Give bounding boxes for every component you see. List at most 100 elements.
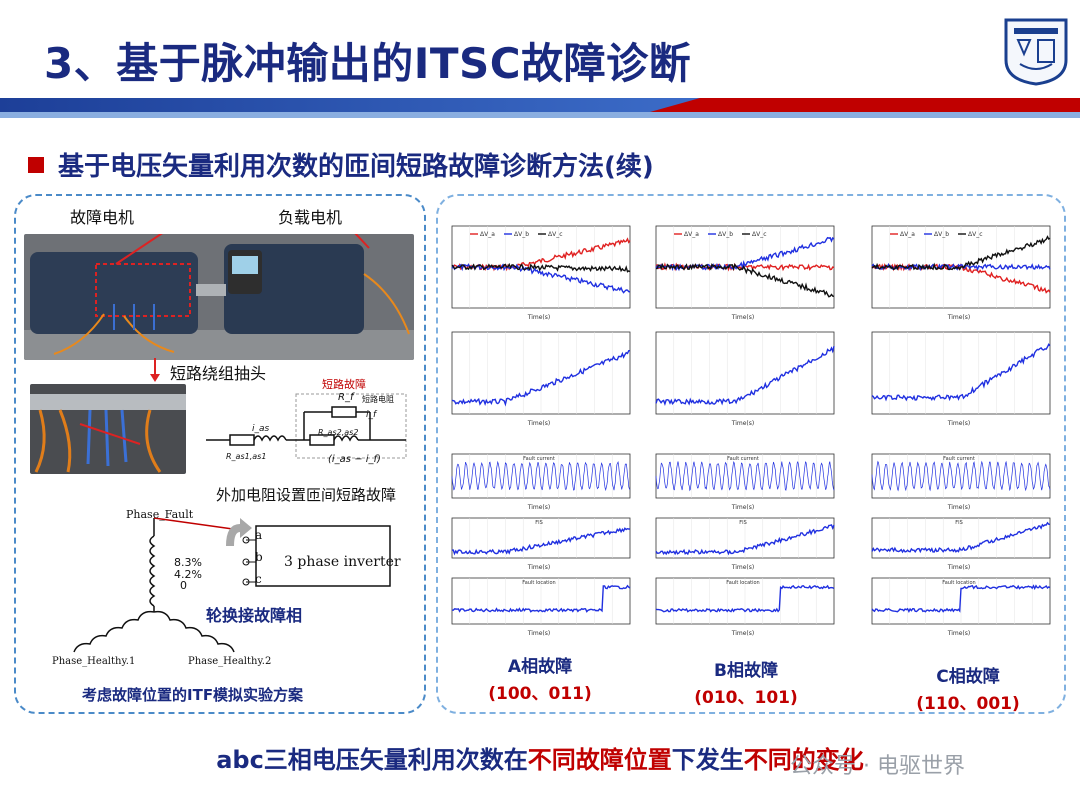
swap-phase-label: 轮换接故障相 [206, 606, 303, 625]
fault-current-series [655, 460, 835, 492]
circuit-rf-label: R_f [338, 392, 354, 403]
fis-small-series [871, 521, 1051, 554]
fault-location-series [871, 584, 1051, 613]
fis-small-plot-1: Time(s) FIS [655, 517, 835, 570]
fault-current-title: Fault current [727, 456, 759, 462]
x-axis-label: Time(s) [527, 564, 551, 570]
fault-current-title: Fault current [943, 456, 975, 462]
x-axis-label: Time(s) [527, 314, 551, 320]
fault-b-caption: B相故障 (010、101) [666, 656, 826, 708]
x-axis-label: Time(s) [731, 420, 755, 426]
short-circuit-schematic [206, 393, 407, 459]
fault-a-code: (100、011) [488, 684, 592, 704]
conclusion-text: abc三相电压矢量利用次数在不同故障位置下发生不同的变化 [0, 740, 1080, 775]
circuit-ras2-label: R_as2,as2 [318, 428, 359, 437]
vector-series-1 [451, 263, 631, 294]
legend-entry: ΔV_a [900, 231, 915, 238]
fault-current-series [451, 460, 631, 492]
x-axis-label: Time(s) [947, 564, 971, 570]
section-heading-text: 基于电压矢量利用次数的匝间短路故障诊断方法(续) [58, 152, 654, 182]
healthy1-label: Phase_Healthy.1 [52, 656, 136, 667]
legend-entry: ΔV_b [718, 231, 733, 238]
fis-small-plot-2: Time(s) FIS [871, 517, 1051, 570]
x-axis-label: Time(s) [947, 630, 971, 636]
fault-location-title: Fault location [726, 580, 759, 586]
fault-current-plot-2: Time(s) Fault current [871, 453, 1051, 510]
page-title: 3、基于脉冲输出的ITSC故障诊断 [44, 39, 692, 88]
fault-location-plot-0: Time(s) Fault location [451, 577, 631, 636]
circuit-resistor-label: 短路电阻 [362, 395, 394, 404]
circuit-idiff-label: (i_as − i_f) [328, 454, 381, 465]
university-logo [1004, 18, 1068, 86]
fault-location-plot-1: Time(s) Fault location [655, 577, 835, 636]
conclusion-part2: 不同故障位置 [527, 746, 672, 774]
pct-8-3-label: 8.3% [174, 556, 202, 569]
legend-entry: ΔV_a [480, 231, 495, 238]
fault-current-series [871, 460, 1051, 492]
circuit-caption: 外加电阻设置匝间短路故障 [216, 486, 397, 504]
wye-winding-diagram [73, 517, 391, 653]
conclusion-part1: abc三相电压矢量利用次数在 [216, 746, 528, 774]
winding-tap-label: 短路绕组抽头 [170, 364, 267, 383]
fis-small-series [452, 527, 631, 556]
vector-series-2 [451, 262, 631, 273]
results-panel [436, 194, 1066, 714]
fault-current-plot-1: Time(s) Fault current [655, 453, 835, 510]
motor-test-bench-photo [24, 234, 414, 360]
fault-c-caption: C相故障 (110、001) [888, 662, 1048, 714]
fault-a-title: A相故障 [507, 657, 573, 677]
circuit-ras1-label: R_as1,as1 [226, 452, 267, 461]
terminal-a-label: a [255, 528, 263, 542]
x-axis-label: Time(s) [527, 630, 551, 636]
arrow-down-icon [150, 358, 160, 382]
vector-usage-plot-1: Time(s) ΔV_a ΔV_b ΔV_c [655, 225, 835, 320]
fis-small-title: FIS [739, 520, 747, 526]
pct-4-2-label: 4.2% [174, 568, 202, 581]
x-axis-label: Time(s) [731, 314, 755, 320]
fis-series [451, 349, 631, 407]
load-motor-label: 负载电机 [278, 208, 343, 227]
fis-small-title: FIS [955, 520, 963, 526]
fault-location-series [655, 584, 835, 613]
fis-small-plot-0: Time(s) FIS [451, 517, 631, 570]
fis-series [655, 346, 835, 406]
fault-location-title: Fault location [522, 580, 555, 586]
circuit-if-label: i_f [366, 410, 377, 420]
inverter-label: 3 phase inverter [284, 554, 401, 570]
fis-plot-2: Time(s) [871, 331, 1051, 426]
fault-b-title: B相故障 [714, 661, 778, 681]
fis-plot-1: Time(s) [655, 331, 835, 426]
fault-location-title: Fault location [942, 580, 975, 586]
terminal-c-label: c [255, 572, 262, 586]
x-axis-label: Time(s) [527, 504, 551, 510]
winding-tap-photo [30, 384, 186, 474]
conclusion-part4: 不同的变化 [743, 746, 864, 774]
fault-motor-label: 故障电机 [70, 208, 135, 227]
fis-series [871, 343, 1051, 402]
experiment-caption: 考虑故障位置的ITF模拟实验方案 [82, 686, 304, 704]
fault-location-series [451, 584, 631, 613]
phase-fault-label: Phase_Fault [126, 508, 194, 521]
healthy2-label: Phase_Healthy.2 [188, 656, 272, 667]
legend-entry: ΔV_a [684, 231, 699, 238]
x-axis-label: Time(s) [947, 504, 971, 510]
legend-entry: ΔV_b [514, 231, 529, 238]
header-band [0, 98, 1080, 118]
fis-small-title: FIS [535, 520, 543, 526]
legend-entry: ΔV_c [968, 231, 983, 238]
terminal-b-label: b [255, 550, 263, 564]
legend-entry: ΔV_c [752, 231, 767, 238]
section-heading: 基于电压矢量利用次数的匝间短路故障诊断方法(续) [28, 146, 654, 183]
fault-c-title: C相故障 [936, 667, 1000, 687]
experiment-setup-panel [14, 194, 426, 714]
fault-a-caption: A相故障 (100、011) [460, 652, 620, 704]
x-axis-label: Time(s) [731, 504, 755, 510]
fis-plot-0: Time(s) [451, 331, 631, 426]
fis-small-series [655, 524, 835, 556]
x-axis-label: Time(s) [731, 564, 755, 570]
circuit-ias-label: i_as [252, 424, 270, 434]
fault-c-code: (110、001) [916, 694, 1020, 714]
pct-0-label: 0 [180, 579, 187, 592]
x-axis-label: Time(s) [731, 630, 755, 636]
